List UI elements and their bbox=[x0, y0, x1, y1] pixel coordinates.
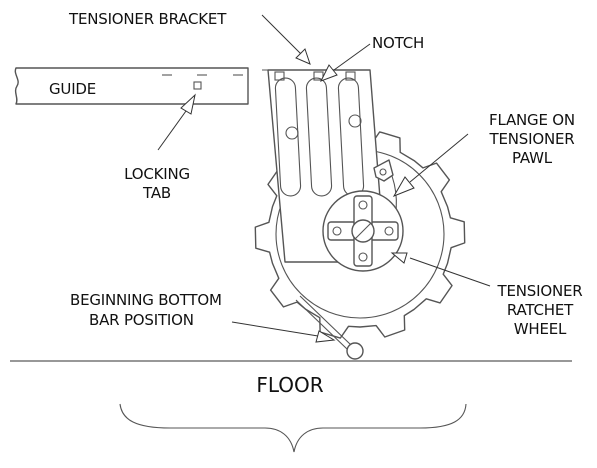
label-floor: FLOOR bbox=[256, 373, 323, 397]
label-flange-line3: PAWL bbox=[512, 149, 553, 167]
label-flange-line2: TENSIONER bbox=[489, 130, 575, 148]
locking-tab bbox=[193, 81, 202, 90]
label-locking-tab-line2: TAB bbox=[142, 184, 171, 202]
label-bottom-bar-line2: BAR POSITION bbox=[89, 311, 194, 329]
label-flange-line1: FLANGE ON bbox=[489, 111, 575, 129]
bottom-bar bbox=[295, 295, 364, 360]
hub bbox=[322, 190, 404, 272]
guide-rail bbox=[14, 67, 249, 105]
label-tensioner-bracket: TENSIONER BRACKET bbox=[68, 10, 227, 28]
label-ratchet-line3: WHEEL bbox=[514, 320, 567, 338]
floor-brace bbox=[119, 403, 467, 453]
notch bbox=[274, 71, 285, 81]
label-ratchet-line1: TENSIONER bbox=[497, 282, 583, 300]
label-guide: GUIDE bbox=[49, 80, 96, 98]
label-notch: NOTCH bbox=[372, 34, 424, 52]
label-locking-tab-line1: LOCKING bbox=[124, 165, 190, 183]
label-bottom-bar-line1: BEGINNING BOTTOM bbox=[70, 291, 222, 309]
leader-lines bbox=[157, 14, 491, 343]
label-ratchet-line2: RATCHET bbox=[507, 301, 574, 319]
